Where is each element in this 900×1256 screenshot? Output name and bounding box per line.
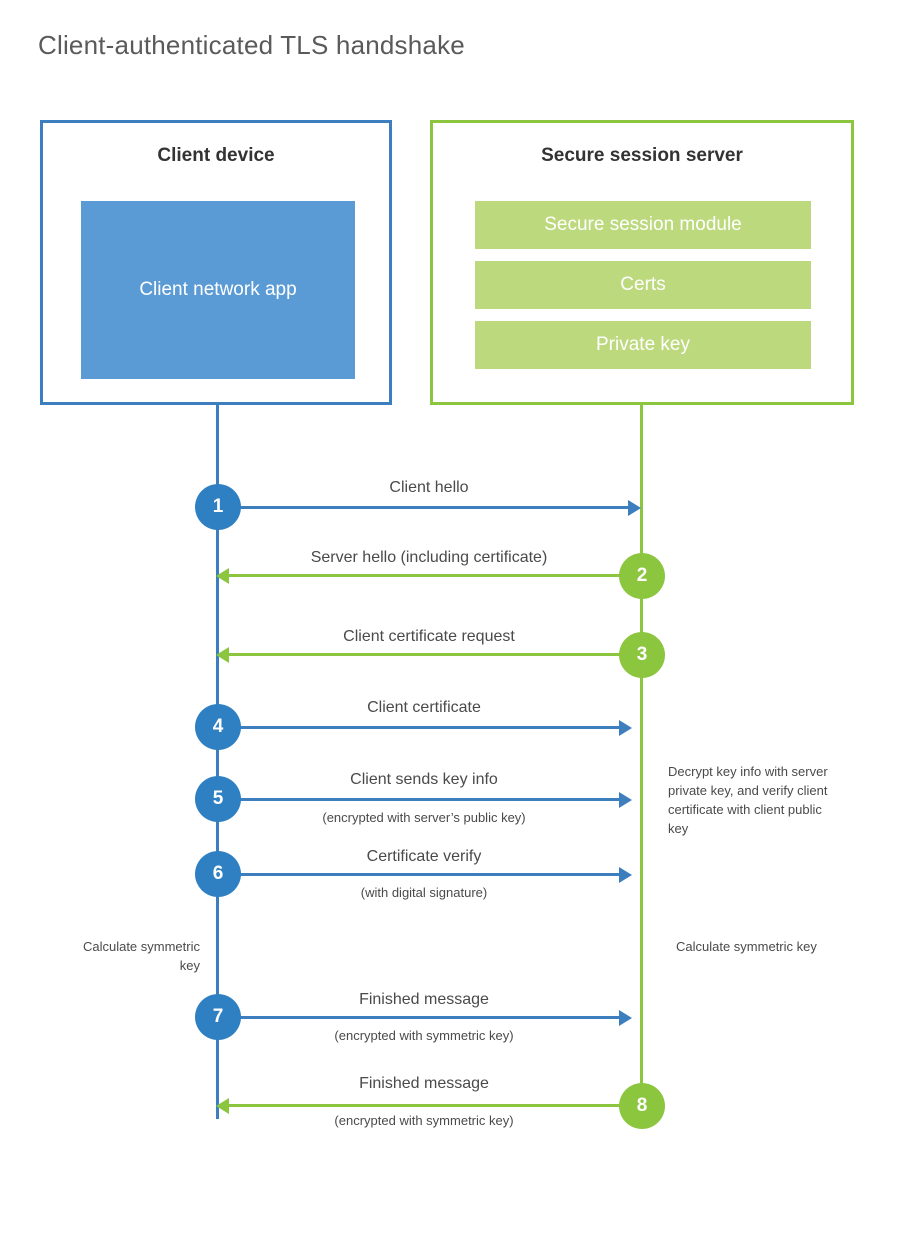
client-calculate-symmetric-key-note: Calculate symmetric key (82, 939, 200, 973)
step-6-arrow-head (619, 867, 632, 883)
server-module-certs: Certs (475, 261, 811, 309)
client-device-title: Client device (157, 145, 275, 166)
step-1-marker[interactable]: 1 (195, 484, 241, 530)
step-3-label: Client certificate request (343, 628, 515, 645)
step-1-arrow-head (628, 500, 641, 516)
secure-session-server-box: Secure session server Secure session mod… (430, 120, 854, 405)
step-6-arrow-line (218, 873, 621, 876)
client-device-box: Client device Client network app (40, 120, 392, 405)
step-4-marker[interactable]: 4 (195, 704, 241, 750)
step-4-arrow-line (218, 726, 621, 729)
step-8-sublabel: (encrypted with symmetric key) (334, 1113, 514, 1128)
step-5-marker[interactable]: 5 (195, 776, 241, 822)
step-8-label: Finished message (359, 1075, 489, 1092)
step-5-label: Client sends key info (350, 771, 498, 788)
step-4-arrow-head (619, 720, 632, 736)
step-3-arrow-head (216, 647, 229, 663)
server-calculate-symmetric-key-note: Calculate symmetric key (676, 939, 817, 954)
step-7-arrow-head (619, 1010, 632, 1026)
step-7-label: Finished message (359, 991, 489, 1008)
step-2-label: Server hello (including certificate) (310, 549, 548, 566)
step-6-label: Certificate verify (366, 848, 482, 865)
step-5-arrow-head (619, 792, 632, 808)
step-2-marker[interactable]: 2 (619, 553, 665, 599)
page-title: Client-authenticated TLS handshake (38, 30, 465, 60)
server-modules-list: Secure session module Certs Private key (475, 201, 811, 381)
step-1-label: Client hello (389, 479, 469, 496)
step-3-arrow-line (225, 653, 642, 656)
client-network-app-block: Client network app (81, 201, 355, 379)
step-3-marker[interactable]: 3 (619, 632, 665, 678)
step-7-arrow-line (218, 1016, 621, 1019)
server-module-private-key: Private key (475, 321, 811, 369)
server-module-secure-session-module: Secure session module (475, 201, 811, 249)
step-2-arrow-head (216, 568, 229, 584)
step-8-marker[interactable]: 8 (619, 1083, 665, 1129)
step-8-arrow-head (216, 1098, 229, 1114)
step-5-arrow-line (218, 798, 621, 801)
server-decrypt-note: Decrypt key info with server private key… (668, 764, 828, 836)
step-8-arrow-line (225, 1104, 642, 1107)
step-5-sublabel: (encrypted with server’s public key) (322, 810, 526, 825)
server-lifeline (640, 405, 643, 1107)
secure-session-server-title: Secure session server (541, 145, 743, 166)
step-7-marker[interactable]: 7 (195, 994, 241, 1040)
step-7-sublabel: (encrypted with symmetric key) (334, 1028, 514, 1043)
step-6-sublabel: (with digital signature) (360, 885, 488, 900)
client-lifeline (216, 405, 219, 1119)
step-2-arrow-line (225, 574, 642, 577)
step-6-marker[interactable]: 6 (195, 851, 241, 897)
step-1-arrow-line (218, 506, 630, 509)
step-4-label: Client certificate (367, 699, 481, 716)
